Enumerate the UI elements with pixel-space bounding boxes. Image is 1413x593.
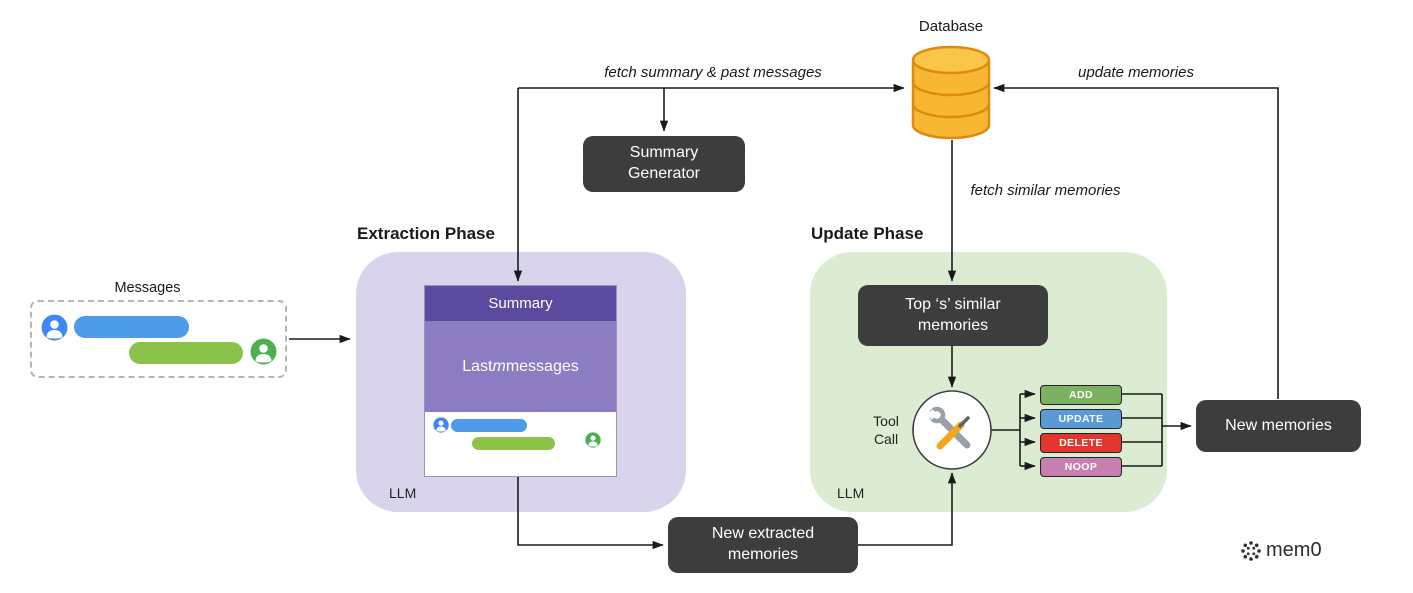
summary-header: Summary: [425, 286, 616, 321]
update-phase-title: Update Phase: [811, 224, 924, 243]
action-update: UPDATE: [1040, 409, 1122, 429]
messages-panel: [30, 300, 287, 378]
summary-generator-box: Summary Generator: [583, 136, 745, 192]
tool-call-label: Tool Call: [873, 413, 899, 448]
chat-bubble-blue: [74, 316, 189, 338]
messages-label: Messages: [114, 280, 181, 296]
extraction-llm-label: LLM: [389, 485, 417, 501]
fetch-summary-label: fetch summary & past messages: [604, 64, 822, 81]
database-icon: [911, 45, 991, 140]
action-noop: NOOP: [1040, 457, 1122, 477]
extraction-phase-title: Extraction Phase: [357, 224, 495, 243]
database-label: Database: [918, 18, 984, 35]
last-suffix: messages: [505, 357, 579, 375]
new-extracted-memories-box: New extracted memories: [668, 517, 858, 573]
chat-bubble-blue-small: [451, 419, 527, 432]
update-memories-label: update memories: [1078, 64, 1194, 81]
user-icon-blue-small: [433, 417, 449, 433]
mem0-logo-text: mem0: [1266, 539, 1322, 561]
chat-bubble-green-small: [472, 437, 555, 450]
last-prefix: Last: [462, 357, 493, 375]
update-llm-label: LLM: [837, 485, 865, 501]
new-memories-box: New memories: [1196, 400, 1361, 452]
last-m-messages: Last m messages: [425, 321, 616, 412]
chat-bubble-green: [129, 342, 243, 364]
mem0-logo-icon: [1241, 541, 1261, 561]
top-similar-memories-box: Top ‘s’ similar memories: [858, 285, 1048, 346]
action-delete: DELETE: [1040, 433, 1122, 453]
fetch-similar-label: fetch similar memories: [970, 182, 1121, 199]
user-icon-green: [250, 338, 277, 365]
prompt-box: Summary Last m messages: [424, 285, 617, 477]
action-add: ADD: [1040, 385, 1122, 405]
user-icon-blue: [41, 314, 68, 341]
mini-chat-preview: [425, 412, 616, 476]
user-icon-green-small: [585, 432, 601, 448]
m-variable: m: [492, 357, 506, 375]
